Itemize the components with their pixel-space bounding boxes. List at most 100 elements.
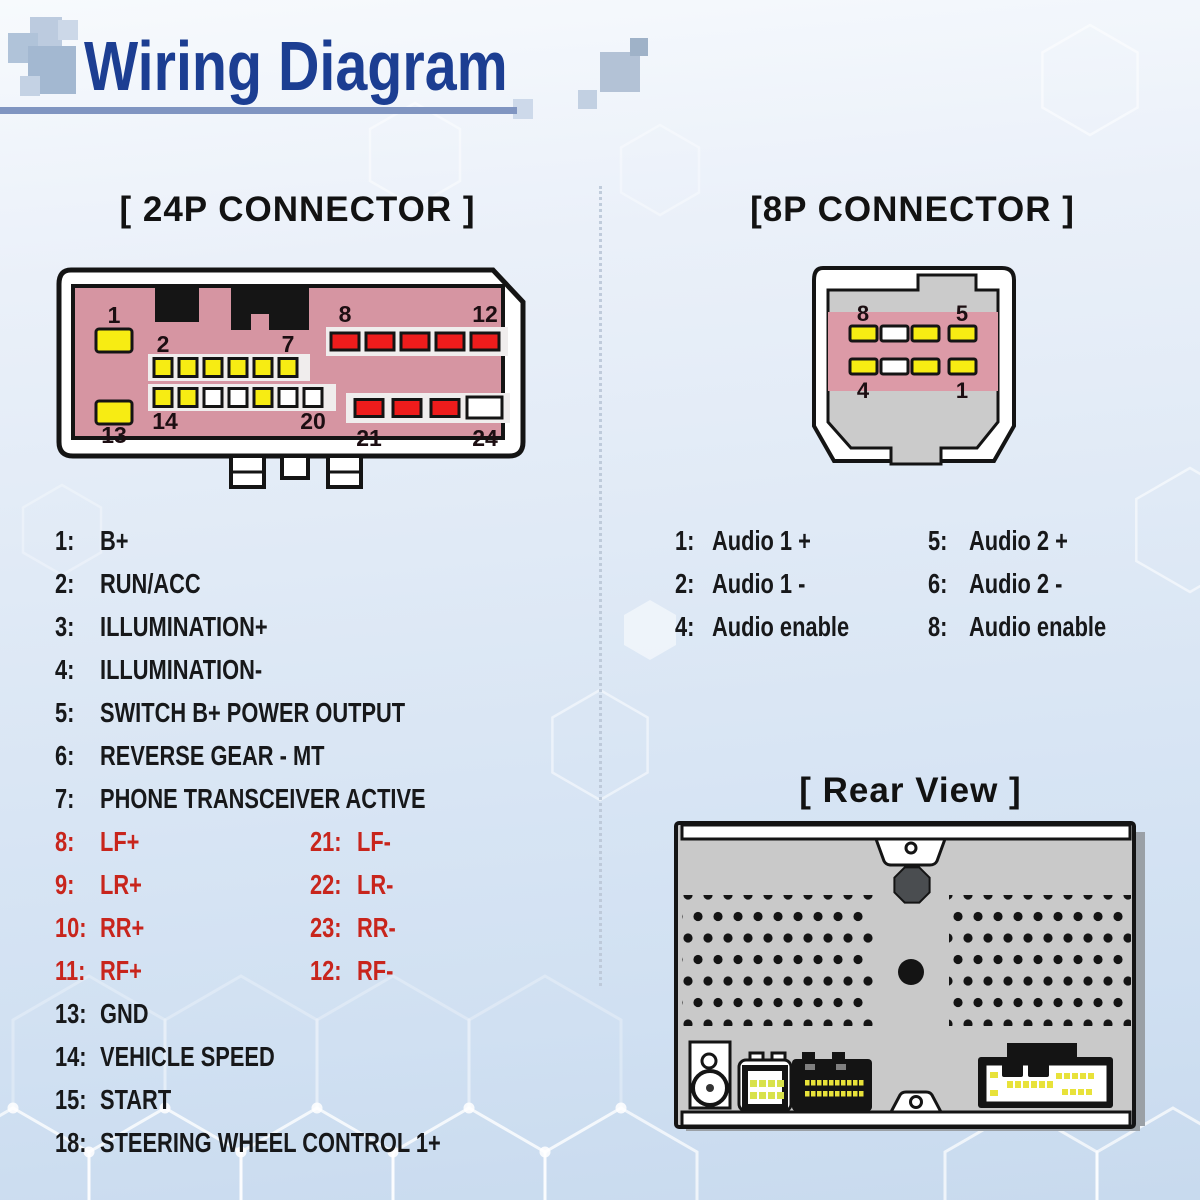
pin-10 — [399, 331, 431, 352]
pin-list-row: 11: RF+ 12: RF- — [55, 954, 575, 997]
pin-number: 18: — [55, 1127, 87, 1158]
pin-number: 2: — [675, 568, 695, 599]
pin-label-1: 1 — [108, 302, 121, 328]
deco-square — [58, 20, 78, 40]
pin-label: LF+ — [100, 826, 140, 857]
pin-label-12: 12 — [472, 301, 498, 327]
pin-label: REVERSE GEAR - MT — [100, 740, 325, 771]
pin-3 — [879, 357, 910, 376]
key-notch-step — [251, 314, 269, 330]
deco-square — [578, 90, 597, 109]
pin-number-2: 23: — [310, 912, 342, 943]
pin-label: B+ — [100, 525, 129, 556]
pin-2 — [910, 357, 941, 376]
pin-list-row: 5: SWITCH B+ POWER OUTPUT — [55, 696, 575, 739]
pin-number: 4: — [675, 611, 695, 642]
connector-8p-pink-band — [828, 312, 998, 391]
pin-4 — [848, 357, 879, 376]
title-underline — [0, 107, 517, 114]
pin-label-7: 7 — [282, 331, 295, 357]
pin-number: 8: — [55, 826, 75, 857]
connector-24p-diagram: 1 13 2 7 14 20 8 12 21 24 — [56, 267, 526, 489]
pin-4 — [202, 357, 224, 378]
pin-3 — [177, 357, 199, 378]
pin-label: VEHICLE SPEED — [100, 1041, 275, 1072]
pin-number-2: 5: — [928, 525, 948, 556]
deco-square — [513, 99, 533, 119]
deco-square — [20, 76, 40, 96]
pin-label: Audio 1 + — [712, 525, 811, 556]
socket-main-harness-pins — [990, 1072, 1094, 1096]
connector-8p-diagram: 8 5 4 1 — [812, 266, 1016, 466]
pin-number: 1: — [675, 525, 695, 556]
pin-label-2: LR- — [357, 869, 394, 900]
top-mounting-flange — [680, 823, 1132, 841]
pin-6 — [910, 324, 941, 343]
antenna-jack — [688, 1040, 732, 1110]
pin-label-1: 1 — [956, 378, 968, 403]
pin-number: 2: — [55, 568, 75, 599]
pin-number-2: 6: — [928, 568, 948, 599]
pin-11 — [434, 331, 466, 352]
pin-label-21: 21 — [356, 425, 382, 451]
antenna-mount-octagon — [893, 866, 931, 904]
rear-view-diagram — [674, 821, 1145, 1131]
pin-list-row: 14: VEHICLE SPEED — [55, 1040, 575, 1083]
pin-14 — [152, 387, 174, 408]
pin-number: 5: — [55, 697, 75, 728]
pin-label-2: Audio enable — [969, 611, 1107, 642]
pin-7 — [277, 357, 299, 378]
pin-17 — [227, 387, 249, 408]
pin-row-2-7 — [152, 357, 299, 378]
pin-label: Audio enable — [712, 611, 850, 642]
pin-number: 15: — [55, 1084, 87, 1115]
pin-20 — [302, 387, 324, 408]
pin-number: 1: — [55, 525, 75, 556]
pin-number: 4: — [55, 654, 75, 685]
pin-list-row: 15: START — [55, 1083, 575, 1126]
pin-number: 14: — [55, 1041, 87, 1072]
pin-row-14-20 — [152, 387, 324, 408]
pin-number: 10: — [55, 912, 87, 943]
pin-number: 13: — [55, 998, 87, 1029]
pin-label: RF+ — [100, 955, 142, 986]
pin-label-2: Audio 2 - — [969, 568, 1063, 599]
pin-list-row: 7: PHONE TRANSCEIVER ACTIVE — [55, 782, 575, 825]
heading-8p-connector: [8P CONNECTOR ] — [750, 190, 1075, 229]
pin-5 — [227, 357, 249, 378]
pin-list-row: 2: Audio 1 - 6: Audio 2 - — [675, 567, 1155, 610]
pin-number-2: 8: — [928, 611, 948, 642]
heading-24p-connector: [ 24P CONNECTOR ] — [119, 190, 476, 229]
pin-24 — [465, 395, 504, 420]
pin-label-24: 24 — [472, 425, 498, 451]
pin-list-row: 4: Audio enable 8: Audio enable — [675, 610, 1155, 653]
socket-main-harness — [978, 1043, 1113, 1108]
screw-hole — [909, 1095, 923, 1109]
pin-list-8p: 1: Audio 1 + 5: Audio 2 + 2: Audio 1 - 6… — [675, 524, 1155, 653]
pin-list-row: 9: LR+ 22: LR- — [55, 868, 575, 911]
pin-label-2: Audio 2 + — [969, 525, 1068, 556]
center-hole — [898, 959, 924, 985]
key-notch — [155, 288, 199, 322]
key-notch — [231, 288, 309, 330]
pin-list-row: 1: Audio 1 + 5: Audio 2 + — [675, 524, 1155, 567]
deco-square — [630, 38, 648, 56]
pin-label: RR+ — [100, 912, 145, 943]
pin-label-13: 13 — [101, 422, 127, 448]
pin-list-row: 4: ILLUMINATION- — [55, 653, 575, 696]
pin-label-8: 8 — [339, 301, 352, 327]
pin-2 — [152, 357, 174, 378]
pin-label-8: 8 — [857, 301, 869, 326]
pin-label: ILLUMINATION- — [100, 654, 263, 685]
pin-9 — [364, 331, 396, 352]
pin-1 — [947, 357, 978, 376]
pin-number-2: 22: — [310, 869, 342, 900]
pin-label-2: RR- — [357, 912, 396, 943]
socket-24p-pins — [805, 1080, 864, 1097]
vent-holes-left — [682, 895, 873, 1026]
pin-18 — [252, 387, 274, 408]
pin-label: Audio 1 - — [712, 568, 806, 599]
pin-list-row: 1: B+ — [55, 524, 575, 567]
pin-number: 7: — [55, 783, 75, 814]
